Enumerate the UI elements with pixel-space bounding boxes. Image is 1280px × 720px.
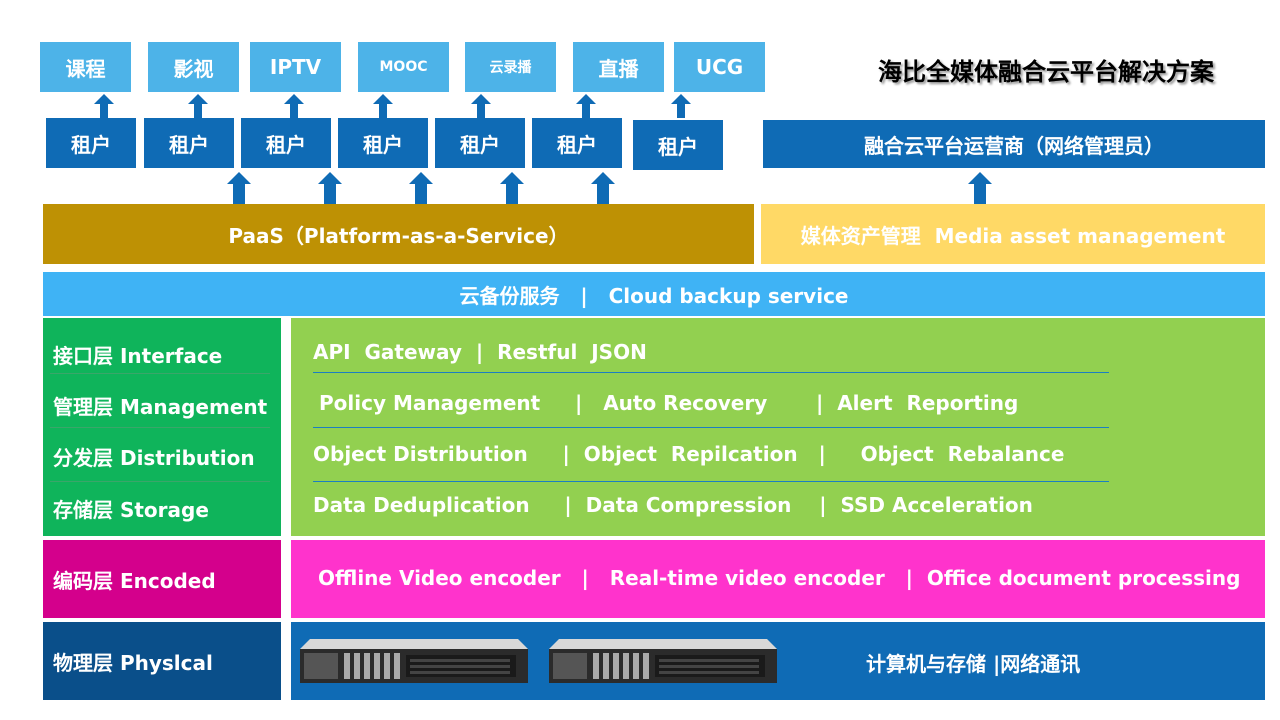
arrow-up-icon [671,94,691,118]
storage-row: Data Deduplication | Data Compression | … [313,493,1033,517]
layer-label-interface: 接口层 Interface [53,343,223,368]
encoded-panel [291,540,1265,618]
distribution-row: Object Distribution | Object Repilcation… [313,442,1065,466]
tenant-box: 租户 [144,118,234,168]
arrow-up-icon [318,172,342,204]
arrow-up-icon [576,94,596,118]
cloud-backup-bar: 云备份服务 | Cloud backup service [43,272,1265,316]
layer-label-encoded: 编码层 Encoded [43,540,281,618]
page-title: 海比全媒体融合云平台解决方案 [878,58,1214,86]
encoded-row: Offline Video encoder | Real-time video … [318,566,1241,590]
layer-label-physical: 物理层 Physlcal [43,622,281,700]
server-rack-icon [549,639,777,683]
paas-bar: PaaS（Platform-as-a-Service） [43,204,754,264]
arrow-up-icon [227,172,251,204]
divider [313,372,1109,373]
management-row: Policy Management | Auto Recovery | Aler… [319,391,1019,415]
divider [313,427,1109,428]
server-rack-icon [300,639,528,683]
arrow-up-icon [591,172,615,204]
arrow-up-icon [968,172,992,204]
tenant-box: 租户 [532,118,622,168]
divider [313,481,1109,482]
arrow-up-icon [500,172,524,204]
layer-label-storage: 存储层 Storage [53,497,209,522]
tenant-box: 租户 [241,118,331,168]
tenant-box: 租户 [338,118,428,168]
app-box-mooc: MOOC [358,42,449,92]
app-box-ucg: UCG [674,42,765,92]
app-box-course: 课程 [40,42,131,92]
layer-label-distribution: 分发层 Distribution [53,445,255,470]
tenant-box: 租户 [633,120,723,170]
tenant-box: 租户 [46,118,136,168]
app-box-iptv: IPTV [250,42,341,92]
interface-row: API Gateway | Restful JSON [313,340,647,364]
app-box-live: 直播 [573,42,664,92]
app-box-cloud-recording: 云录播 [465,42,556,92]
media-asset-management-bar: 媒体资产管理 Media asset management [761,204,1265,264]
tenant-box: 租户 [435,118,525,168]
physical-row: 计算机与存储 |网络通讯 [866,652,1081,676]
layer-label-management: 管理层 Management [53,394,268,419]
arrow-up-icon [94,94,114,118]
arrow-up-icon [409,172,433,204]
arrow-up-icon [284,94,304,118]
app-box-film: 影视 [148,42,239,92]
platform-operator-box: 融合云平台运营商（网络管理员） [763,120,1265,168]
divider [50,481,270,482]
divider [50,373,270,374]
divider [50,427,270,428]
arrow-up-icon [373,94,393,118]
arrow-up-icon [188,94,208,118]
arrow-up-icon [471,94,491,118]
